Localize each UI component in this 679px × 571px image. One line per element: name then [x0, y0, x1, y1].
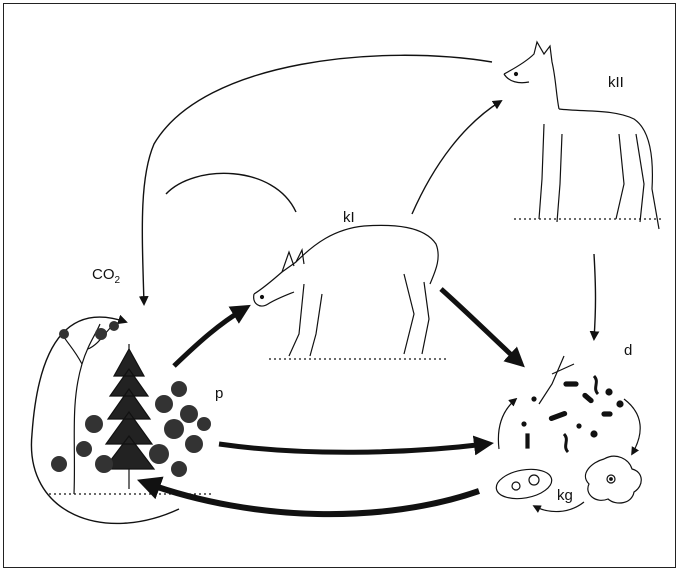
wolf-illustration [504, 42, 664, 229]
producer-plants-illustration [49, 321, 214, 494]
co2-label-main: CO [92, 266, 115, 283]
deer-illustration [254, 225, 449, 359]
arrow-producer-respiration-loop [31, 317, 179, 523]
arrow-deer-respiration [166, 173, 296, 212]
arrow-decomposer-to-producer [146, 483, 479, 514]
arrow-producer-to-detritus [219, 444, 486, 452]
arrow-deer-to-detritus [441, 289, 519, 362]
arrow-decomp-cycle-3 [498, 399, 516, 449]
detritus-label: d [624, 342, 632, 359]
arrow-decomp-cycle-1 [624, 399, 640, 454]
diagram-frame: CO2 p kI kII d kg [3, 3, 676, 568]
co2-label-subscript: 2 [115, 275, 121, 286]
producer-label: p [215, 385, 223, 402]
arrow-wolf-respiration [142, 55, 492, 304]
consumer2-label: kII [608, 74, 624, 91]
ecosystem-cycle-diagram [4, 4, 677, 569]
consumer1-label: kI [343, 209, 355, 226]
detritus-illustration [522, 356, 623, 452]
co2-label: CO2 [92, 266, 120, 283]
arrow-producer-to-deer [174, 309, 244, 366]
arrow-wolf-to-detritus [594, 254, 596, 339]
decomposer-label: kg [557, 487, 573, 504]
arrow-deer-to-wolf [412, 101, 501, 214]
